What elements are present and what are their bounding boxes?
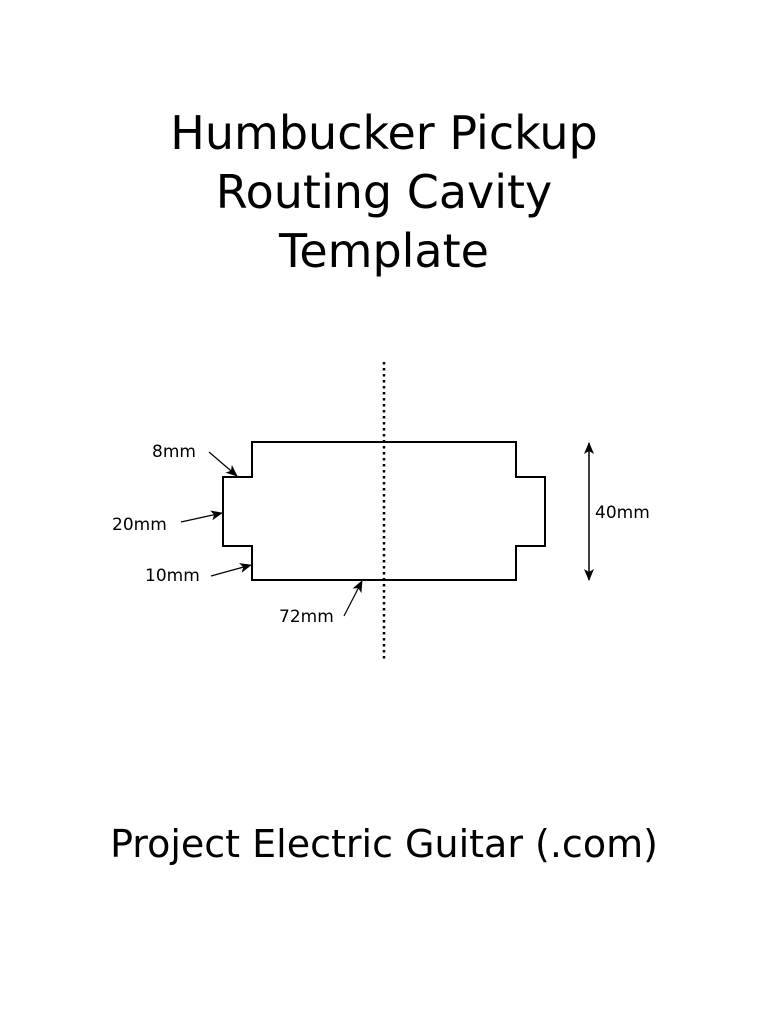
page-title: Humbucker Pickup Routing Cavity Template	[0, 104, 768, 281]
ear-width-leader	[180, 510, 223, 523]
ear-width-label: 20mm	[112, 515, 167, 535]
body-width-label: 40mm	[595, 503, 650, 523]
title-line-2: Routing Cavity	[215, 165, 553, 219]
footer-credit: Project Electric Guitar (.com)	[110, 822, 658, 866]
ear-offset-label: 10mm	[145, 566, 200, 586]
title-line-1: Humbucker Pickup	[170, 106, 598, 160]
body-length-leader	[343, 580, 363, 617]
ear-height-leader	[208, 451, 238, 477]
ear-offset-leader	[210, 563, 252, 577]
title-line-3: Template	[279, 224, 489, 278]
body-length-label: 72mm	[279, 607, 334, 627]
cavity-outline	[222, 441, 546, 581]
ear-height-label: 8mm	[152, 442, 196, 462]
